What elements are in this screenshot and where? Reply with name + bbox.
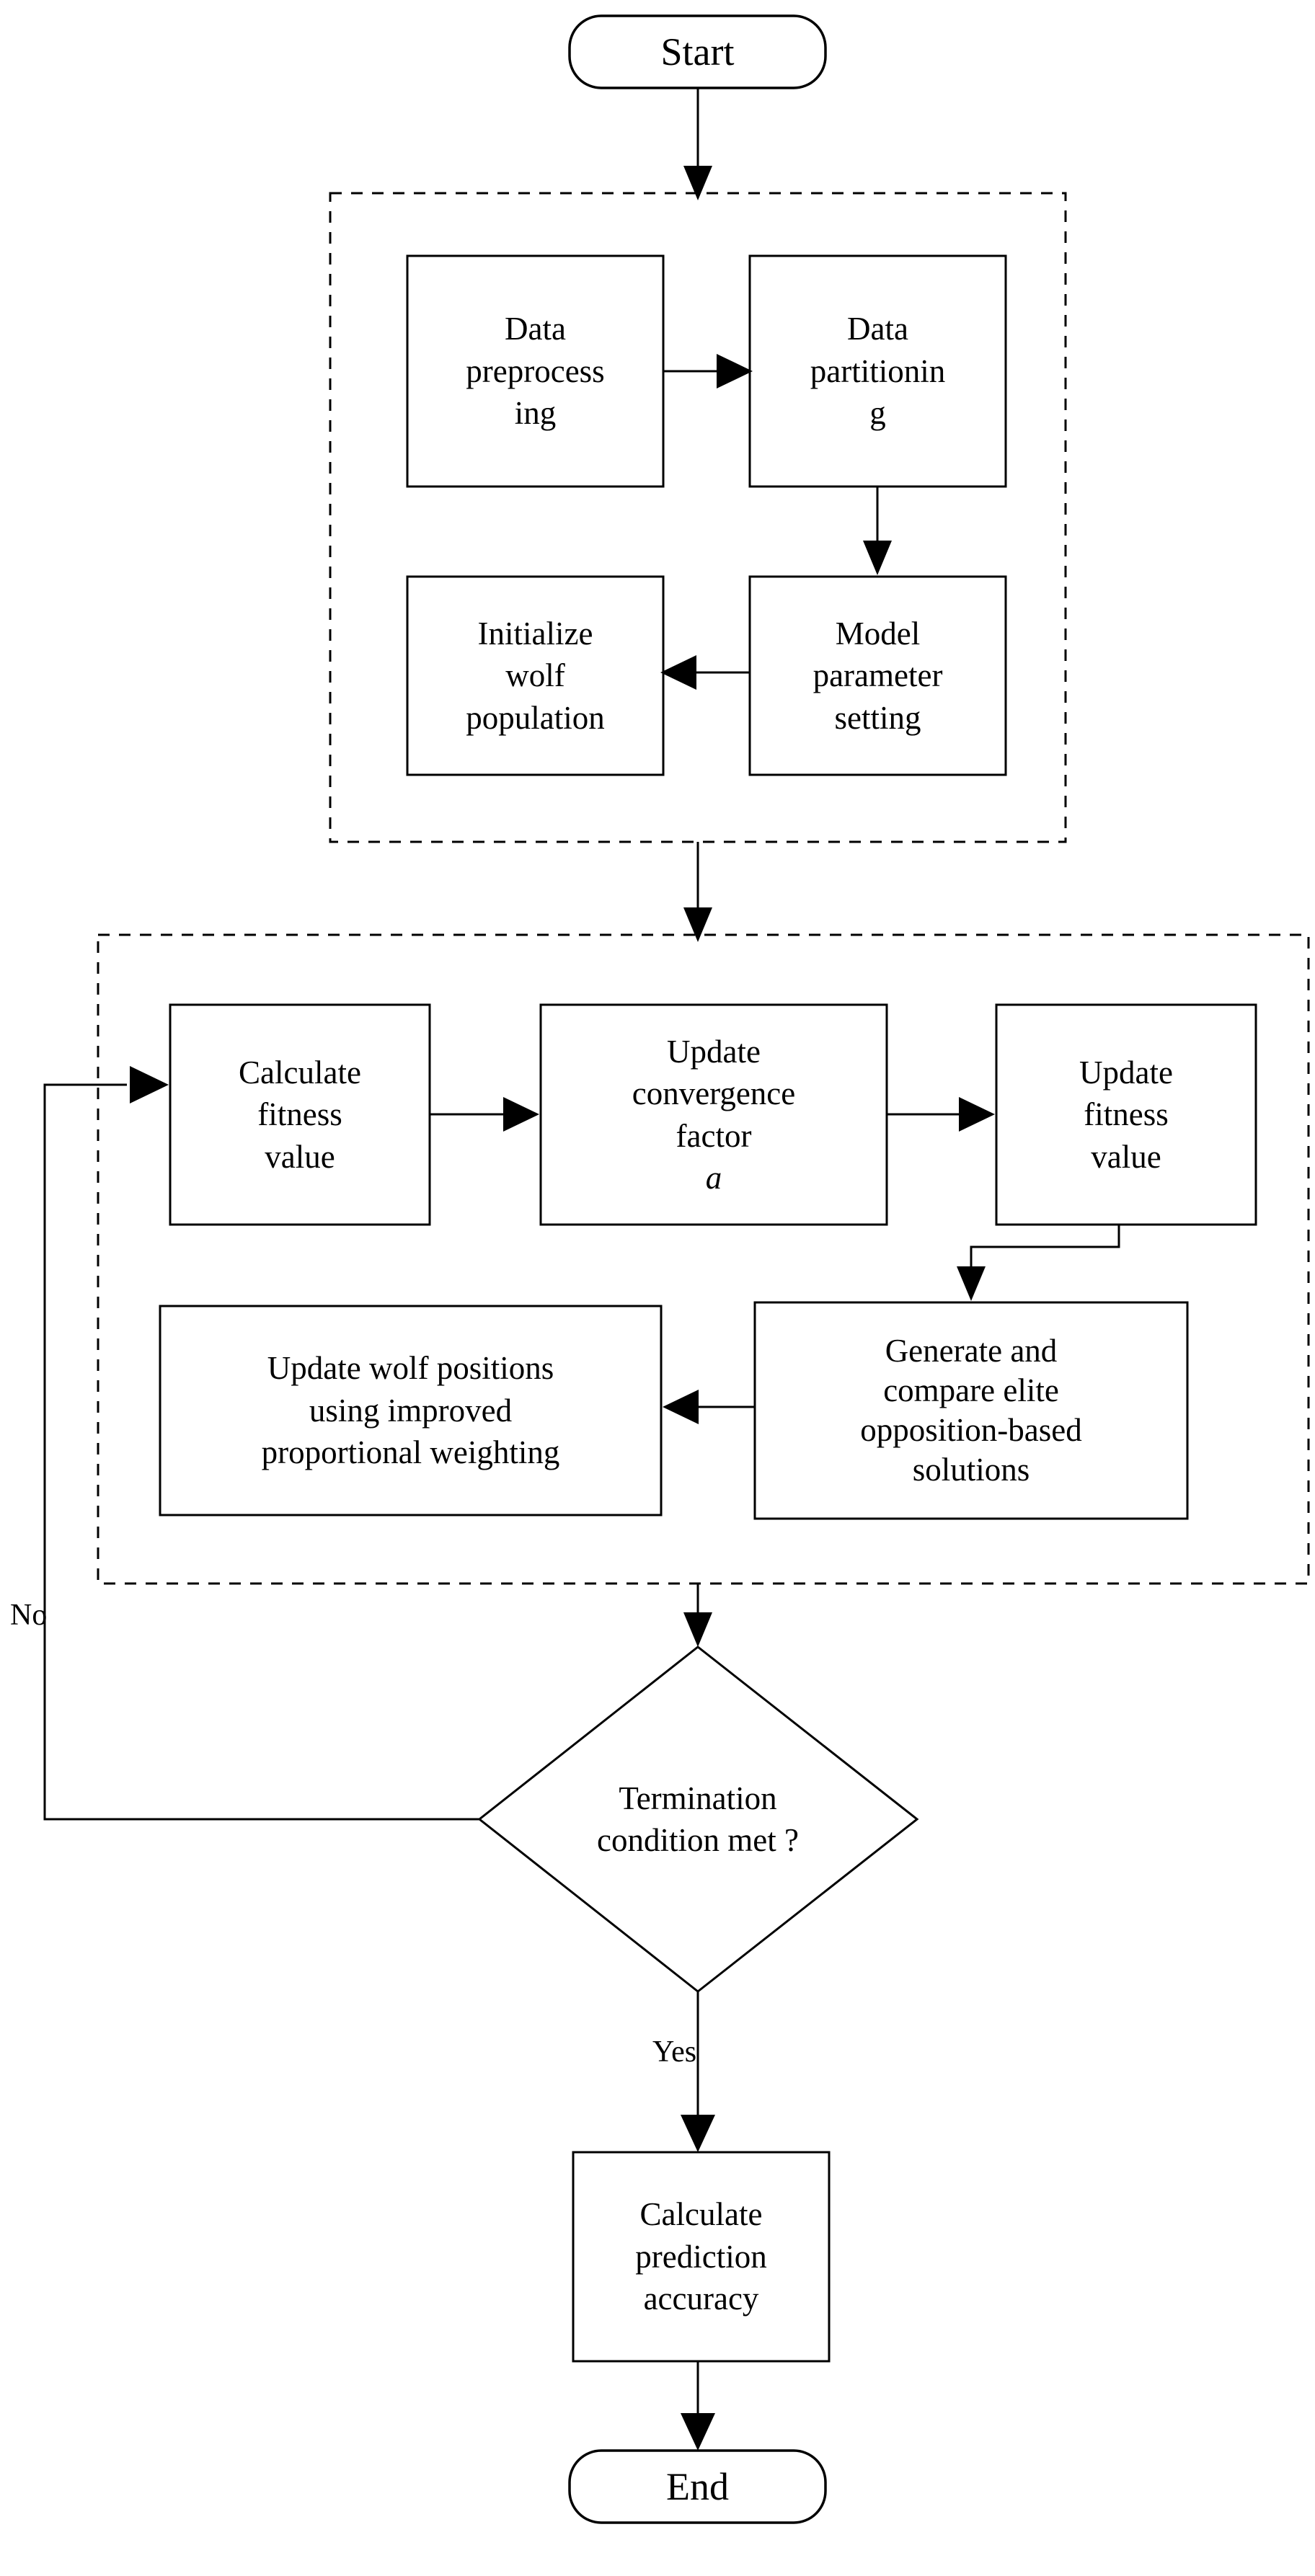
arrow-group2-to-decision — [683, 1612, 712, 1647]
edge-label-yes: Yes — [652, 2035, 697, 2069]
edge-update-fitness-to-generate — [970, 1225, 1120, 1272]
arrow-no-feedback-loop — [130, 1066, 169, 1103]
arrow-start-to-preprocessing — [683, 166, 712, 200]
arrow-yes-to-prediction-accuracy — [681, 2115, 715, 2152]
node-calculate-prediction-accuracy-shape[interactable] — [572, 2151, 831, 2363]
edge-no-feedback-loop — [43, 1083, 479, 1821]
node-initialize-wolf-population-shape[interactable] — [406, 575, 665, 776]
arrow-model-setting-to-initialize — [660, 655, 696, 690]
edge-label-no: No — [10, 1599, 48, 1632]
arrow-preprocessing-to-partitioning — [717, 354, 753, 388]
node-start-shape[interactable] — [568, 14, 827, 89]
arrow-partitioning-to-model-setting — [863, 541, 892, 575]
node-end-shape[interactable] — [568, 2449, 827, 2524]
arrow-prediction-accuracy-to-end — [681, 2413, 715, 2451]
node-generate-compare-elite-shape[interactable] — [753, 1301, 1189, 1520]
node-data-partitioning-shape[interactable] — [748, 254, 1007, 488]
arrow-convergence-to-update-fitness — [959, 1097, 995, 1132]
node-model-parameter-setting-shape[interactable] — [748, 575, 1007, 776]
arrow-generate-to-update-positions — [663, 1390, 699, 1424]
arrow-calc-fitness-to-convergence — [503, 1097, 539, 1132]
node-update-wolf-positions-shape[interactable] — [159, 1305, 663, 1516]
node-data-preprocessing-shape[interactable] — [406, 254, 665, 488]
node-termination-condition-shape[interactable] — [477, 1645, 919, 1993]
arrow-group1-to-group2 — [683, 907, 712, 942]
arrow-update-fitness-to-generate — [957, 1266, 986, 1301]
group-optimization-loop — [97, 933, 1310, 1585]
node-update-convergence-factor-shape[interactable] — [539, 1003, 888, 1226]
node-calculate-fitness-value-shape[interactable] — [169, 1003, 431, 1226]
node-update-fitness-value-shape[interactable] — [995, 1003, 1257, 1226]
